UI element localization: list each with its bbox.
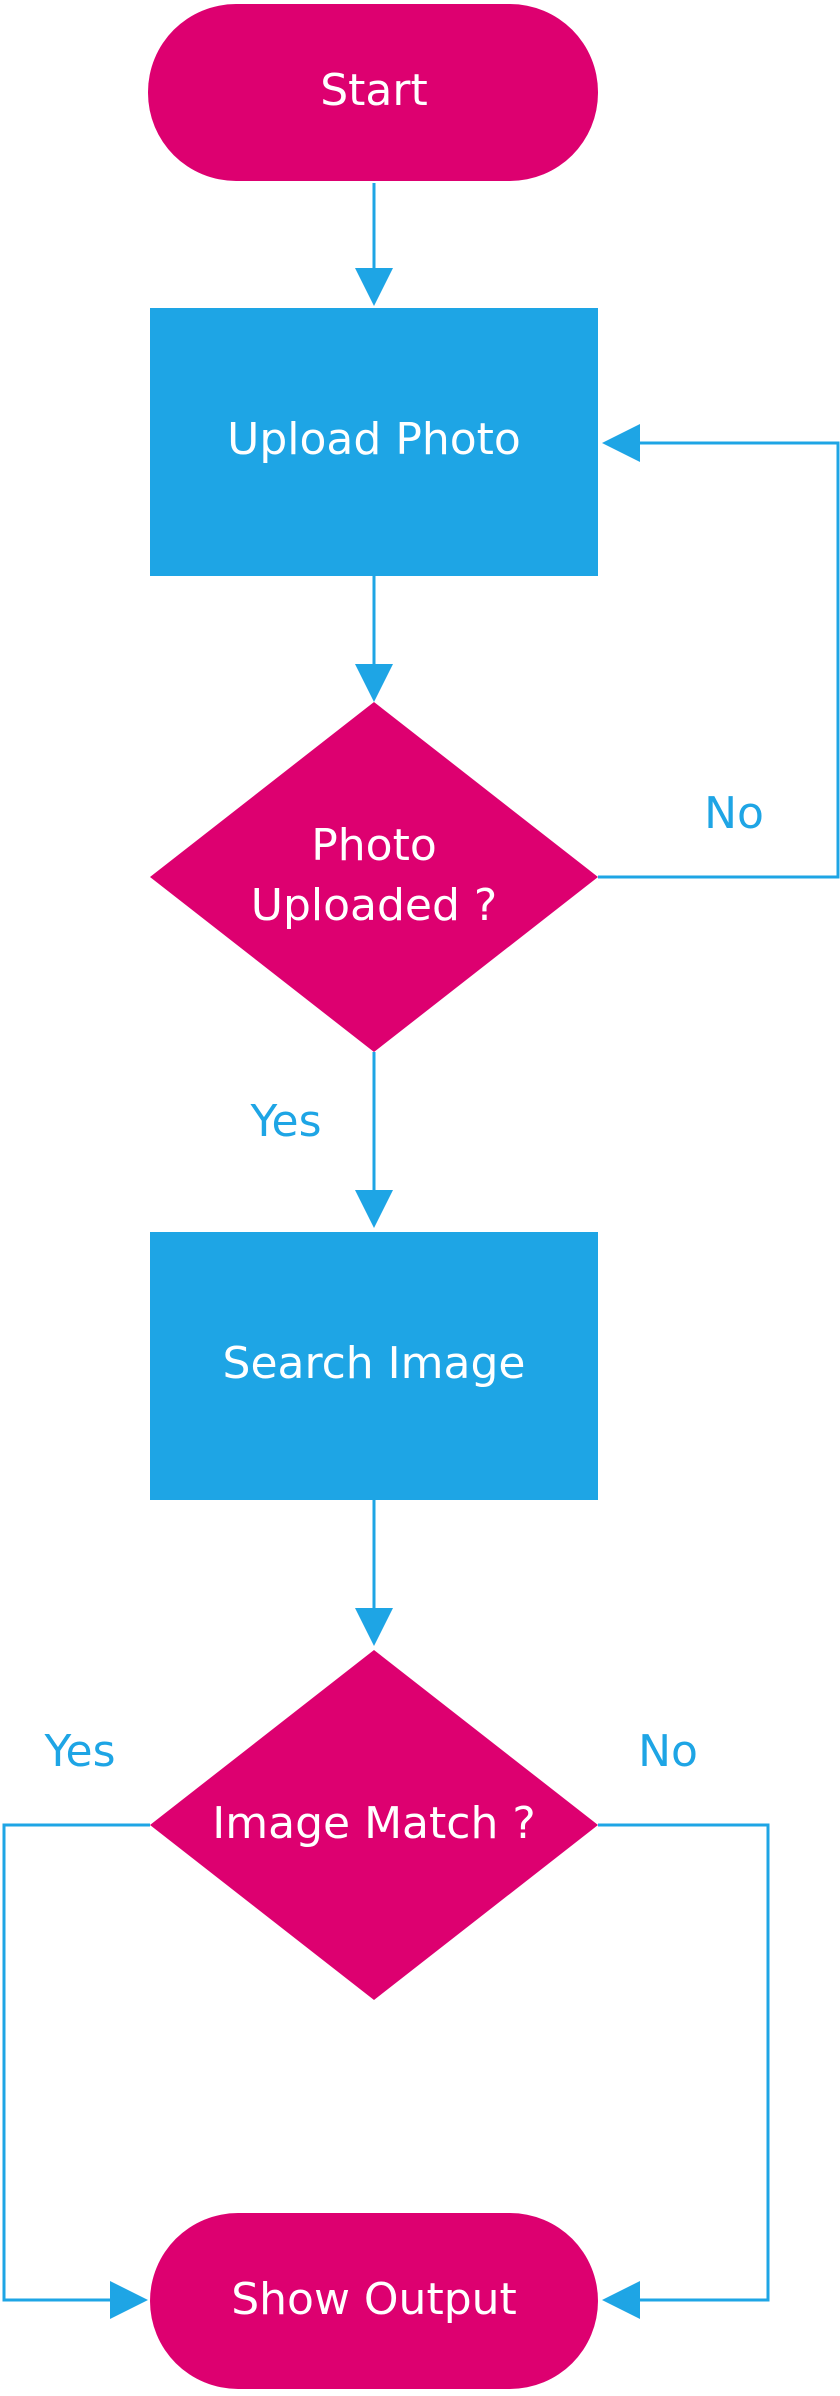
arrowhead-image-match-yes-to-show-output [110, 2281, 148, 2319]
connector-photo-uploaded-no-to-upload-photo [598, 441, 840, 879]
photo-uploaded-decision-shape [150, 702, 598, 1052]
connectors-group [2, 183, 840, 2319]
start-label: Start [320, 65, 428, 116]
show-output-label: Show Output [231, 2274, 517, 2325]
node-search-image: Search Image [150, 1232, 598, 1500]
arrowhead-photo-uploaded-yes-to-search-image [355, 1190, 393, 1228]
connector-image-match-yes-to-show-output [2, 1823, 150, 2302]
arrowhead-start-to-upload-photo [355, 268, 393, 306]
arrowhead-image-match-no-to-show-output [602, 2281, 640, 2319]
upload-photo-label: Upload Photo [227, 414, 521, 465]
edge-label-image-match-no: No [638, 1726, 698, 1777]
search-image-label: Search Image [223, 1338, 526, 1389]
photo-uploaded-label-line2: Uploaded ? [251, 880, 498, 931]
search-image-process-shape [150, 1232, 598, 1500]
node-show-output: Show Output [150, 2213, 598, 2389]
image-match-decision-shape [150, 1650, 598, 2000]
arrowhead-upload-photo-to-photo-uploaded [355, 664, 393, 702]
upload-photo-process-shape [150, 308, 598, 576]
image-match-label: Image Match ? [212, 1798, 535, 1849]
edge-label-photo-uploaded-yes: Yes [249, 1096, 321, 1147]
edge-label-image-match-yes: Yes [43, 1726, 115, 1777]
arrowhead-photo-uploaded-no-to-upload-photo [602, 424, 640, 462]
start-terminal-shape [148, 4, 598, 181]
node-start: Start [148, 4, 598, 181]
node-image-match: Image Match ? [150, 1650, 598, 2000]
edge-labels-group: No Yes Yes No [43, 788, 763, 1777]
connector-image-match-no-to-show-output [598, 1823, 770, 2302]
node-photo-uploaded: Photo Uploaded ? [150, 702, 598, 1052]
photo-uploaded-label-line1: Photo [311, 820, 437, 871]
arrowhead-search-image-to-image-match [355, 1608, 393, 1646]
node-upload-photo: Upload Photo [150, 308, 598, 576]
nodes-group: Start Upload Photo Photo Uploaded ? Sear… [148, 4, 598, 2389]
show-output-terminal-shape [150, 2213, 598, 2389]
edge-label-photo-uploaded-no: No [704, 788, 764, 839]
